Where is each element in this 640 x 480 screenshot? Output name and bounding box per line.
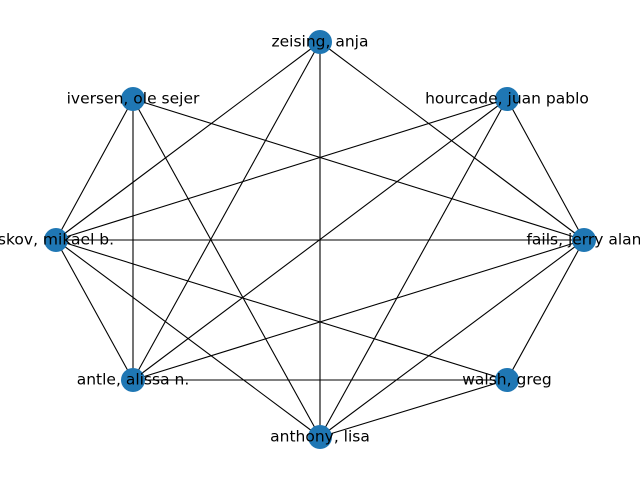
node-label-walsh: walsh, greg (462, 371, 551, 389)
node-label-anthony: anthony, lisa (270, 428, 370, 446)
edge-zeising-skov (55, 41, 321, 241)
nodes-layer (44, 30, 596, 449)
edge-iversen-fails (132, 98, 585, 241)
edge-fails-walsh (506, 239, 585, 381)
edges-layer (55, 41, 585, 438)
edge-skov-walsh (55, 239, 508, 381)
node-zeising (308, 30, 332, 54)
edge-anthony-walsh (319, 379, 508, 438)
edge-fails-antle (132, 239, 585, 381)
edge-hourcade-skov (55, 98, 508, 241)
node-label-hourcade: hourcade, juan pablo (425, 90, 589, 108)
edge-fails-anthony (319, 239, 585, 438)
node-label-iversen: iversen, ole sejer (67, 90, 200, 108)
node-skov (44, 228, 68, 252)
node-label-antle: antle, alissa n. (77, 371, 190, 389)
node-label-fails: fails, jerry alan (526, 231, 640, 249)
edge-skov-anthony (55, 239, 321, 438)
edge-iversen-anthony (132, 98, 321, 438)
edge-skov-antle (55, 239, 134, 381)
edge-hourcade-fails (506, 98, 585, 241)
node-antle (121, 368, 145, 392)
node-iversen (121, 87, 145, 111)
node-anthony (308, 425, 332, 449)
labels-layer: zeising, anja iversen, ole sejer hourcade,… (0, 33, 640, 446)
edge-zeising-antle (132, 41, 321, 381)
edge-iversen-skov (55, 98, 134, 241)
edge-hourcade-anthony (319, 98, 508, 438)
node-fails (572, 228, 596, 252)
node-label-skov: skov, mikael b. (0, 231, 114, 249)
node-walsh (495, 368, 519, 392)
node-hourcade (495, 87, 519, 111)
node-label-zeising: zeising, anja (271, 33, 368, 51)
